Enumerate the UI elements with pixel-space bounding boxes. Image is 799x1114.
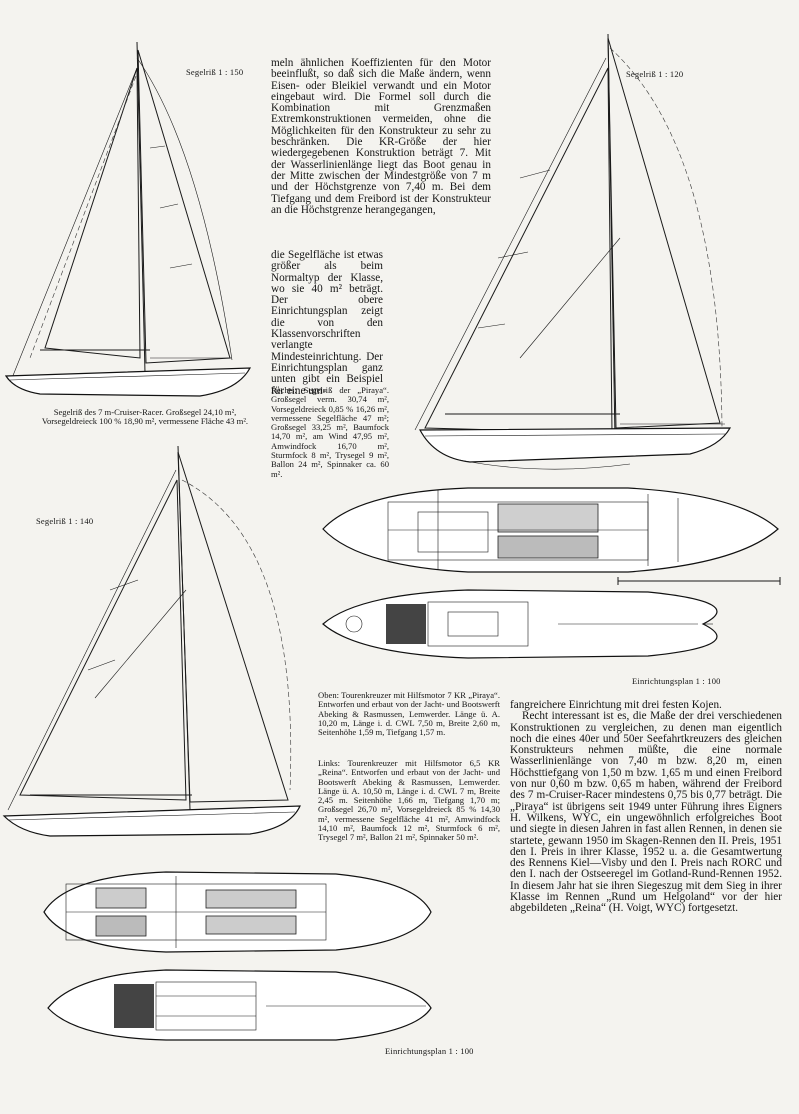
scale-label-plan-bottom: Einrichtungsplan 1 : 100 [385,1046,474,1056]
article-column-1: meln ähnlichen Koeffizienten für den Mot… [271,57,491,216]
caption-oben-piraya: Oben: Tourenkreuzer mit Hilfsmotor 7 KR … [318,690,500,738]
article-column-1-narrow: die Segelfläche ist etwas größer als bei… [271,249,383,397]
scale-label-plan-right: Einrichtungsplan 1 : 100 [632,676,721,686]
scale-label-top-right: Segelriß 1 : 120 [626,69,684,79]
article-col2-p1: fangreichere Einrichtung mit drei festen… [510,699,722,711]
article-column-2: fangreichere Einrichtung mit drei festen… [510,699,782,915]
caption-rechts-piraya: Rechts: Segelriß der „Piraya“. Großsegel… [271,385,389,479]
sail-plan-7m-cruiser-racer [0,28,265,408]
interior-plan-reina [36,866,456,1041]
caption-oben-text: Oben: Tourenkreuzer mit Hilfsmotor 7 KR … [318,690,500,738]
caption-7m-cruiser-racer: Segelriß des 7 m-Cruiser-Racer. Großsege… [36,407,254,427]
article-col2-p2: Recht interessant ist es, die Maße der d… [510,710,782,915]
article-col1-paragraph: meln ähnlichen Koeffizienten für den Mot… [271,57,491,216]
scale-label-top-left: Segelriß 1 : 150 [186,67,244,77]
caption-7m-cruiser-racer-text: Segelriß des 7 m-Cruiser-Racer. Großsege… [41,407,249,427]
caption-rechts-text: Rechts: Segelriß der „Piraya“. Großsegel… [271,385,389,479]
article-col1-narrow-paragraph: die Segelfläche ist etwas größer als bei… [271,249,383,397]
caption-links-text: Links: Tourenkreuzer mit Hilfsmotor 6,5 … [318,758,500,843]
interior-plan-piraya [318,484,788,669]
sail-plan-piraya [400,28,799,476]
scale-label-mid-left: Segelriß 1 : 140 [36,516,94,526]
sail-plan-reina [0,440,320,860]
caption-links-reina: Links: Tourenkreuzer mit Hilfsmotor 6,5 … [318,758,500,843]
